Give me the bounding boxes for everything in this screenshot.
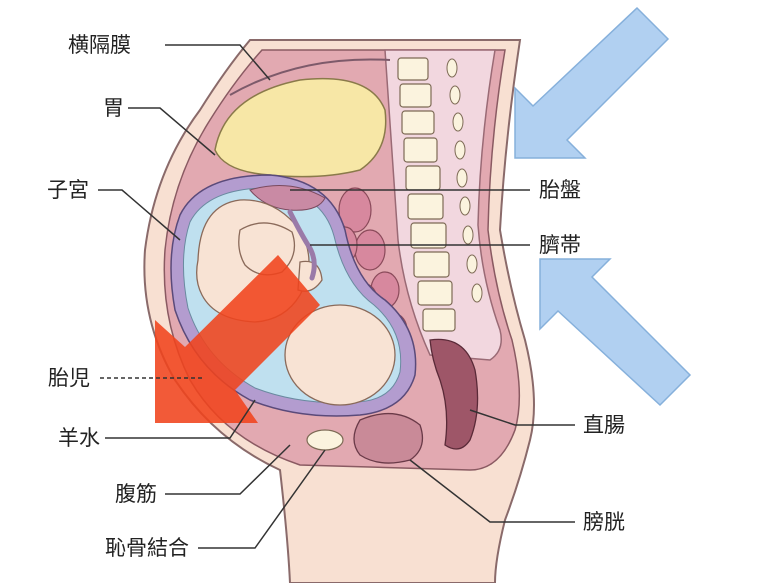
pubic-bone — [306, 429, 344, 451]
umbilical-cord-shape — [287, 209, 317, 281]
push-arrow — [155, 255, 320, 423]
leader-pubic — [198, 449, 326, 549]
label-umbilical-cord: 臍帯 — [539, 233, 581, 257]
pressure-arrow-upper — [514, 6, 670, 159]
bladder-shape — [353, 412, 424, 464]
pressure-arrow-lower — [539, 258, 692, 407]
leader-bladder — [409, 459, 575, 523]
label-bladder: 膀胱 — [583, 510, 625, 534]
diaphragm-line — [229, 58, 391, 96]
label-diaphragm: 横隔膜 — [68, 33, 131, 57]
spinous-processes — [446, 58, 483, 303]
label-amniotic-fluid: 羊水 — [58, 426, 100, 450]
label-fetus: 胎児 — [48, 366, 90, 390]
label-pubic-symphysis: 恥骨結合 — [105, 536, 189, 560]
leader-stomach — [128, 107, 216, 156]
leader-lines — [98, 44, 575, 549]
leader-diaphragm — [165, 44, 271, 81]
label-uterus: 子宮 — [47, 178, 89, 202]
label-stomach: 胃 — [103, 96, 124, 120]
leader-abdominal — [165, 444, 291, 495]
rectum-shape — [429, 338, 479, 450]
label-rectum: 直腸 — [583, 413, 625, 437]
leader-amniotic — [105, 399, 256, 439]
leader-rectum — [469, 409, 575, 426]
leader-uterus — [98, 189, 181, 241]
label-abdominal-muscle: 腹筋 — [115, 482, 157, 506]
label-placenta: 胎盤 — [539, 178, 581, 202]
